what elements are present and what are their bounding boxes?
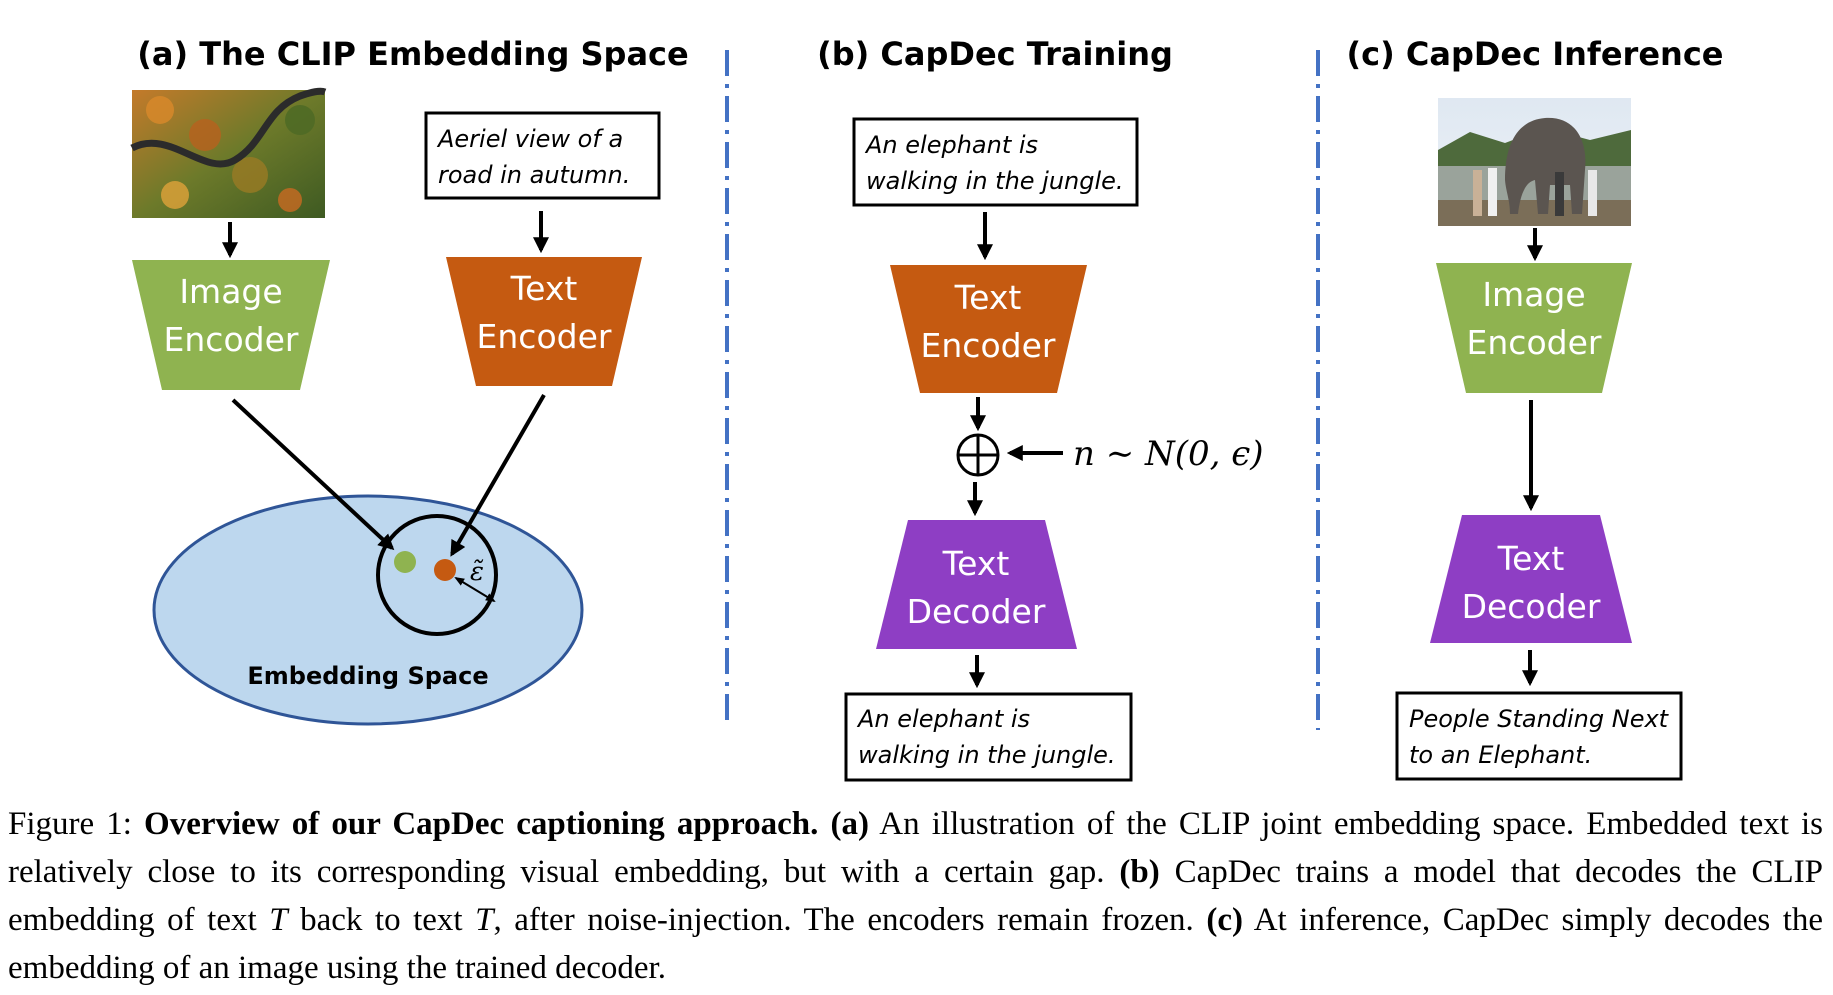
embedding-space-label: Embedding Space <box>247 662 488 690</box>
epsilon-label: ε̃ <box>470 557 484 587</box>
forest-road-image <box>130 87 327 218</box>
embedding-neighborhood-circle <box>376 514 498 636</box>
panel-b-text-encoder-line-1: Text <box>954 278 1022 317</box>
aerial-caption-line-1: Aeriel view of a <box>436 125 623 153</box>
caption-part-c-text: At inference, CapDec simply decodes the … <box>8 902 1824 986</box>
panel-c-text-decoder-line-1: Text <box>1497 539 1565 578</box>
aerial-caption-box: Aeriel view of a road in autumn. <box>424 111 661 200</box>
inference-output-line-2: to an Elephant. <box>1409 741 1592 769</box>
panel-a-image-encoder: Image Encoder <box>132 260 330 390</box>
caption-bold-title: Overview of our CapDec captioning approa… <box>144 806 819 842</box>
noise-distribution-label: n ∼ N(0, ϵ) <box>1073 434 1264 474</box>
capdec-overview-figure: (a) The CLIP Embedding Space (b) CapDec … <box>130 35 1724 782</box>
panel-c-image-encoder-line-2: Encoder <box>1467 323 1602 362</box>
panel-b-title: (b) CapDec Training <box>817 35 1173 73</box>
arrow-a-image-encoder-to-space <box>231 398 395 551</box>
text-embedding-point <box>434 559 456 581</box>
training-input-line-2: walking in the jungle. <box>866 167 1124 195</box>
inference-output-line-1: People Standing Next <box>1409 705 1670 733</box>
panel-b-text-encoder: Text Encoder <box>890 265 1087 393</box>
figure-caption: Figure 1: Overview of our CapDec caption… <box>8 800 1823 992</box>
caption-part-b-label: (b) <box>1119 854 1160 890</box>
embedding-space: ε̃ Embedding Space <box>152 494 584 726</box>
panel-a-image-encoder-line-2: Encoder <box>164 320 299 359</box>
panel-c-image-encoder: Image Encoder <box>1436 263 1632 393</box>
inference-output-box: People Standing Next to an Elephant. <box>1395 691 1683 781</box>
panel-a-text-encoder-line-2: Encoder <box>477 317 612 356</box>
training-input-box: An elephant is walking in the jungle. <box>852 117 1139 207</box>
caption-part-a-text: An illustration of the CLIP joint embedd… <box>8 806 1824 890</box>
panel-b-text-decoder-line-1: Text <box>942 544 1010 583</box>
noise-add-operator <box>956 433 1000 477</box>
aerial-caption-line-2: road in autumn. <box>438 161 630 189</box>
caption-part-b-text-2: back to text <box>300 902 463 938</box>
panel-a-text-encoder-line-1: Text <box>510 269 578 308</box>
panel-b-text-encoder-line-2: Encoder <box>921 326 1056 365</box>
training-input-line-1: An elephant is <box>864 131 1038 159</box>
caption-variable-t-2: T <box>475 902 494 938</box>
epsilon-radius-arrow <box>454 576 496 603</box>
panel-c-text-decoder-line-2: Decoder <box>1462 587 1601 626</box>
caption-part-b-text-3: , after noise-injection. The encoders re… <box>493 902 1194 938</box>
elephant-photo <box>1438 98 1631 226</box>
training-output-line-2: walking in the jungle. <box>858 741 1116 769</box>
panel-b-text-decoder-line-2: Decoder <box>907 592 1046 631</box>
caption-part-c-label: (c) <box>1206 902 1243 938</box>
caption-variable-t-1: T <box>269 902 288 938</box>
training-output-line-1: An elephant is <box>856 705 1030 733</box>
panel-b-text-decoder: Text Decoder <box>876 520 1077 649</box>
image-embedding-point <box>394 551 416 573</box>
caption-part-b-text-1: CapDec trains a model that decodes the C… <box>8 854 1823 938</box>
panel-a-text-encoder: Text Encoder <box>446 257 642 386</box>
arrow-a-text-encoder-to-space <box>450 393 546 557</box>
panel-c-title: (c) CapDec Inference <box>1347 35 1724 73</box>
panel-a-image-encoder-line-1: Image <box>179 272 282 311</box>
training-output-box: An elephant is walking in the jungle. <box>844 692 1133 782</box>
caption-figure-label: Figure 1: <box>8 806 132 842</box>
caption-part-a-label: (a) <box>830 806 870 842</box>
panel-c-text-decoder: Text Decoder <box>1430 515 1632 643</box>
panel-c-image-encoder-line-1: Image <box>1482 275 1585 314</box>
panel-a-title: (a) The CLIP Embedding Space <box>137 35 688 73</box>
